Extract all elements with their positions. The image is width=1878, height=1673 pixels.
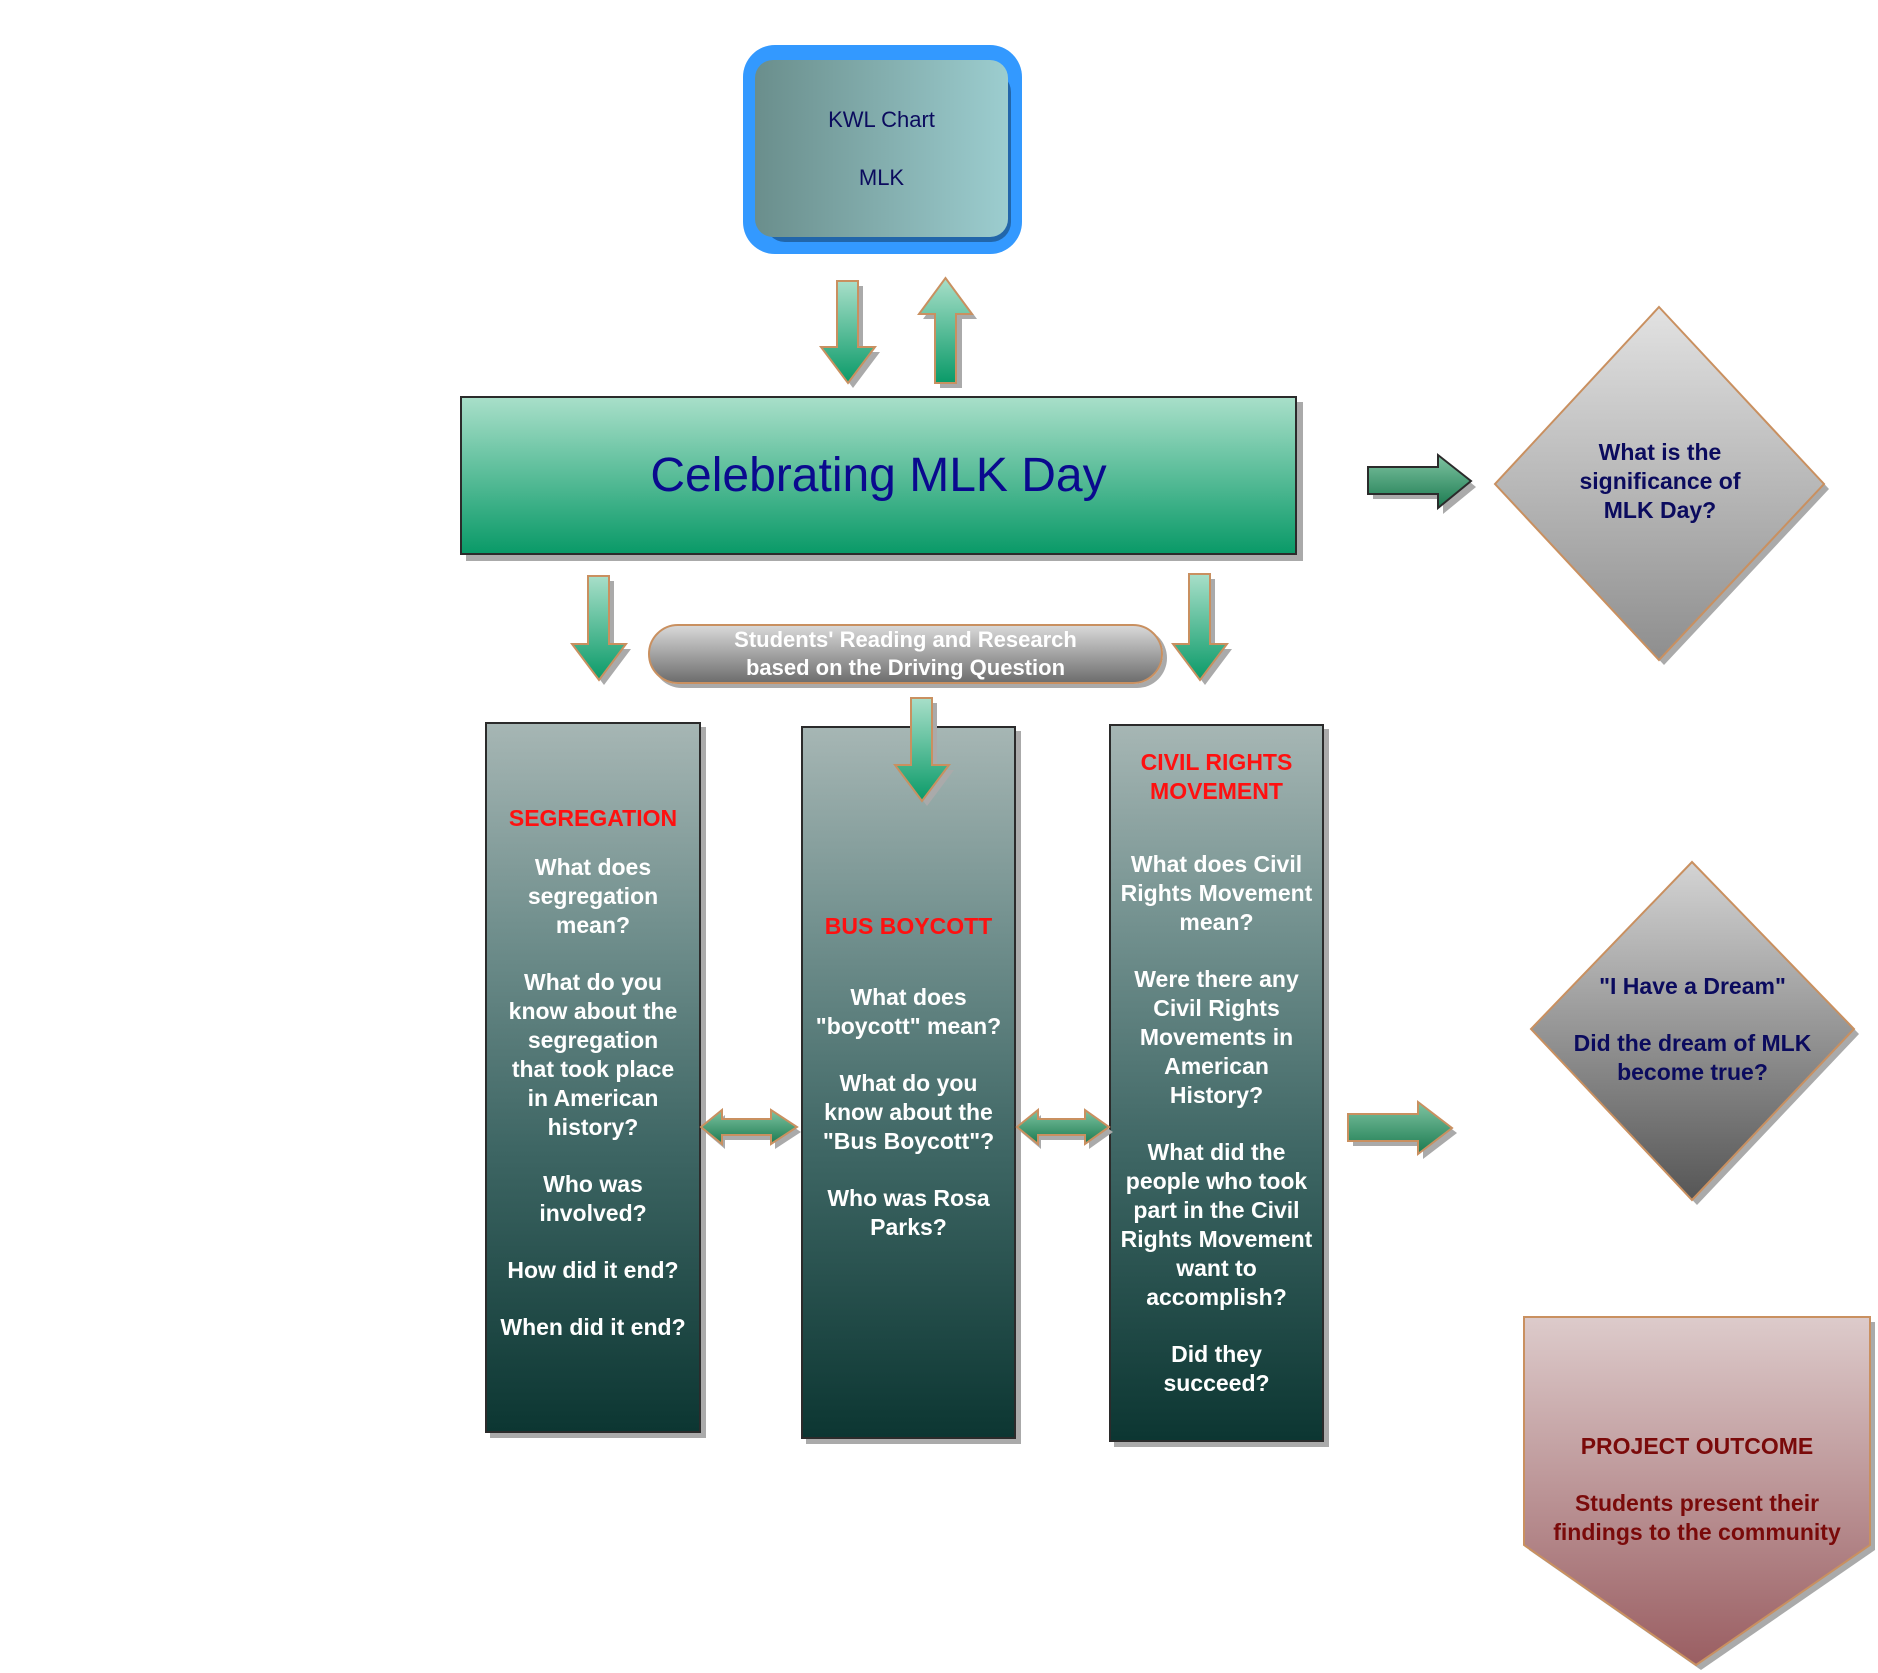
- research-pill-line-1: Students' Reading and Research: [734, 627, 1077, 652]
- double-arrow-boycott-civil-rights: [1015, 1107, 1113, 1149]
- column-question: What does segregation mean?: [527, 854, 659, 938]
- kwl-chart-subtitle: MLK: [858, 164, 905, 190]
- column-question: Who was involved?: [539, 1171, 647, 1226]
- research-pill: Students' Reading and Research based on …: [648, 624, 1163, 684]
- arrow-right-to-driving-question: [1367, 452, 1476, 514]
- project-outcome-description: Students present their findings to the c…: [1553, 1490, 1841, 1545]
- civil-rights-column: CIVIL RIGHTS MOVEMENT What does Civil Ri…: [1109, 724, 1324, 1442]
- dream-diamond: [1529, 860, 1856, 1202]
- kwl-chart-title: KWL Chart: [828, 106, 935, 132]
- column-question: What do you know about the segregation t…: [508, 969, 678, 1140]
- main-title: Celebrating MLK Day: [650, 449, 1107, 502]
- column-question: Were there any Civil Rights Movements in…: [1134, 966, 1299, 1108]
- dream-title: "I Have a Dream": [1599, 973, 1786, 999]
- column-heading: SEGREGATION: [508, 805, 678, 831]
- arrow-down-left: [570, 575, 631, 685]
- column-heading: BUS BOYCOTT: [824, 913, 993, 939]
- research-pill-line-2: based on the Driving Question: [745, 655, 1066, 680]
- arrow-down-right: [1171, 573, 1232, 685]
- project-outcome-shape: [1523, 1316, 1871, 1667]
- column-question: Did they succeed?: [1163, 1341, 1270, 1396]
- double-arrow-segregation-boycott: [699, 1107, 801, 1149]
- driving-question-text: What is the significance of MLK Day?: [1579, 439, 1741, 523]
- column-question: Who was Rosa Parks?: [827, 1185, 990, 1240]
- arrow-right-to-dream: [1347, 1099, 1457, 1159]
- column-question: How did it end?: [507, 1257, 679, 1283]
- dream-question: Did the dream of MLK become true?: [1573, 1030, 1812, 1085]
- segregation-column: SEGREGATION What does segregation mean? …: [485, 722, 701, 1433]
- column-question: What do you know about the "Bus Boycott"…: [822, 1070, 995, 1154]
- bus-boycott-column: BUS BOYCOTT What does "boycott" mean? Wh…: [801, 726, 1016, 1439]
- project-outcome-title: PROJECT OUTCOME: [1580, 1433, 1814, 1459]
- driving-question-diamond: [1493, 305, 1826, 662]
- arrow-up-to-kwl: [917, 276, 977, 388]
- dream-diamond-text: "I Have a Dream" Did the dream of MLK be…: [1560, 972, 1825, 1087]
- column-question: What did the people who took part in the…: [1120, 1139, 1313, 1310]
- main-topic-box: Celebrating MLK Day: [460, 396, 1297, 555]
- column-question: What does "boycott" mean?: [815, 984, 1002, 1039]
- column-question: What does Civil Rights Movement mean?: [1120, 851, 1313, 935]
- arrow-down-center: [893, 697, 954, 806]
- arrow-down-to-main: [819, 280, 880, 388]
- project-outcome-text: PROJECT OUTCOME Students present their f…: [1524, 1432, 1870, 1547]
- column-heading: CIVIL RIGHTS MOVEMENT: [1140, 749, 1293, 804]
- column-question: When did it end?: [500, 1314, 686, 1340]
- kwl-chart-inner: KWL Chart MLK: [755, 60, 1008, 237]
